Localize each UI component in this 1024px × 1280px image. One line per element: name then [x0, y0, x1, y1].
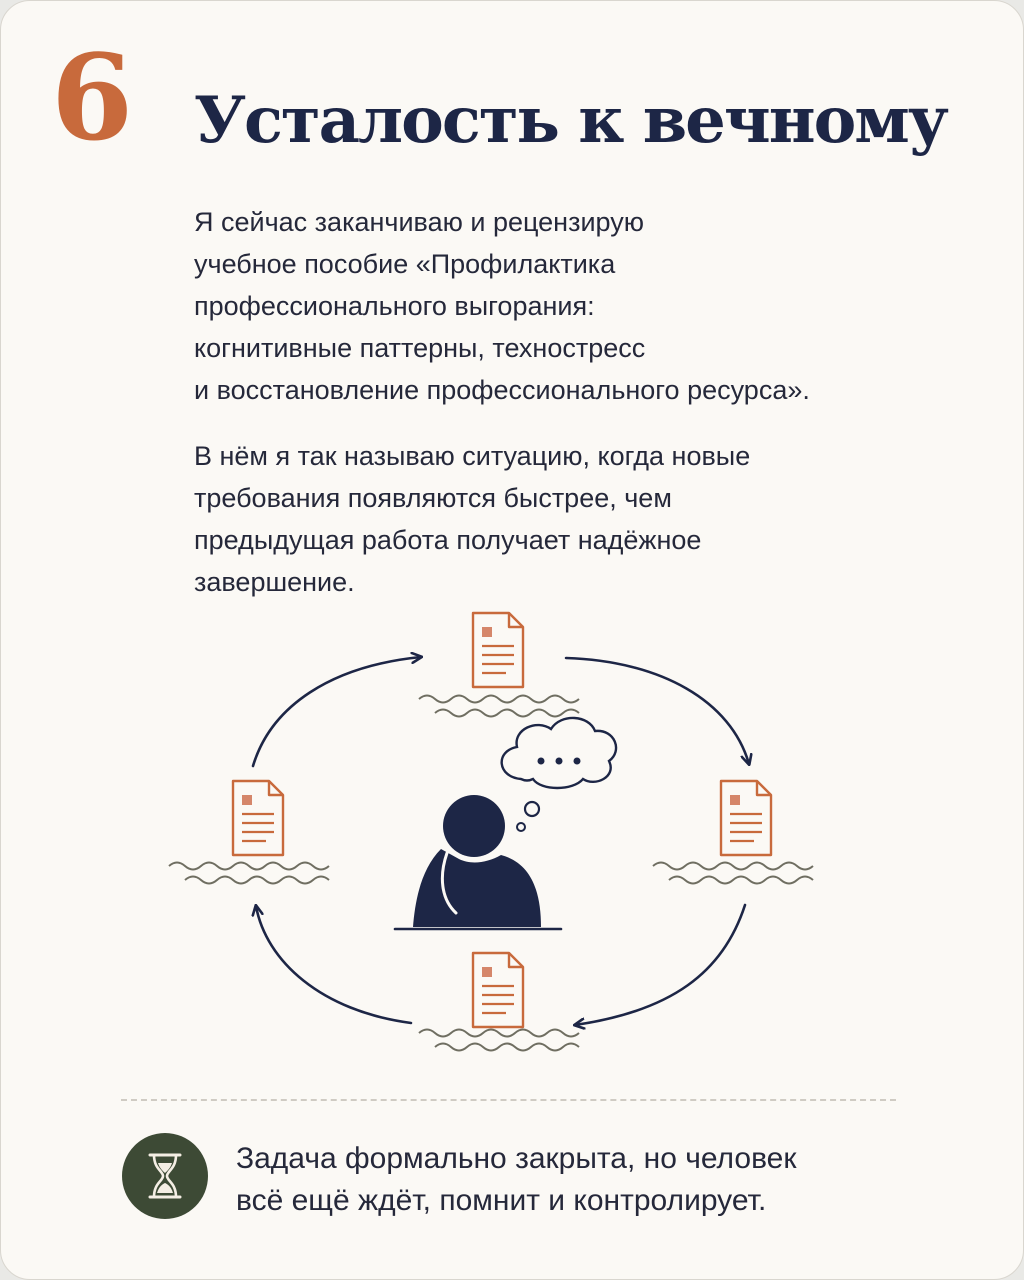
- intro-paragraph: Я сейчас заканчиваю и рецензирую учебное…: [194, 201, 974, 411]
- intro-line: учебное пособие «Профилактика: [194, 249, 616, 279]
- divider: [121, 1099, 896, 1101]
- waves-icon: [168, 861, 330, 885]
- definition-line: завершение.: [194, 567, 355, 597]
- document-icon: [231, 779, 285, 857]
- cycle-diagram: [168, 611, 814, 1052]
- waves-icon: [418, 1028, 580, 1052]
- intro-line: когнитивные паттерны, техностресс: [194, 333, 646, 363]
- waves-icon: [652, 861, 814, 885]
- cycle-arrow-icon: [253, 657, 749, 1025]
- definition-line: предыдущая работа получает надёжное: [194, 525, 702, 555]
- slide-title: Усталость к вечному: [194, 83, 949, 158]
- document-icon: [719, 779, 773, 857]
- definition-line: В нём я так называю ситуацию, когда новы…: [194, 441, 751, 471]
- intro-line: Я сейчас заканчиваю и рецензирую: [194, 207, 644, 237]
- intro-line: профессионального выгорания:: [194, 291, 595, 321]
- tired-person-icon: [393, 795, 563, 931]
- document-icon: [471, 611, 525, 689]
- footer-note: Задача формально закрыта, но человек всё…: [236, 1138, 796, 1222]
- definition-line: требования появляются быстрее, чем: [194, 483, 672, 513]
- definition-paragraph: В нём я так называю ситуацию, когда новы…: [194, 435, 974, 603]
- footer-line: Задача формально закрыта, но человек: [236, 1142, 797, 1175]
- footer-line: всё ещё ждёт, помнит и контролирует.: [236, 1184, 767, 1217]
- slide-number: 6: [51, 28, 134, 167]
- hourglass-badge: [122, 1133, 208, 1219]
- document-icon: [471, 951, 525, 1029]
- intro-line: и восстановление профессионального ресур…: [194, 375, 810, 405]
- hourglass-icon: [148, 1153, 182, 1199]
- waves-icon: [418, 694, 580, 718]
- thought-bubble-icon: [500, 716, 618, 832]
